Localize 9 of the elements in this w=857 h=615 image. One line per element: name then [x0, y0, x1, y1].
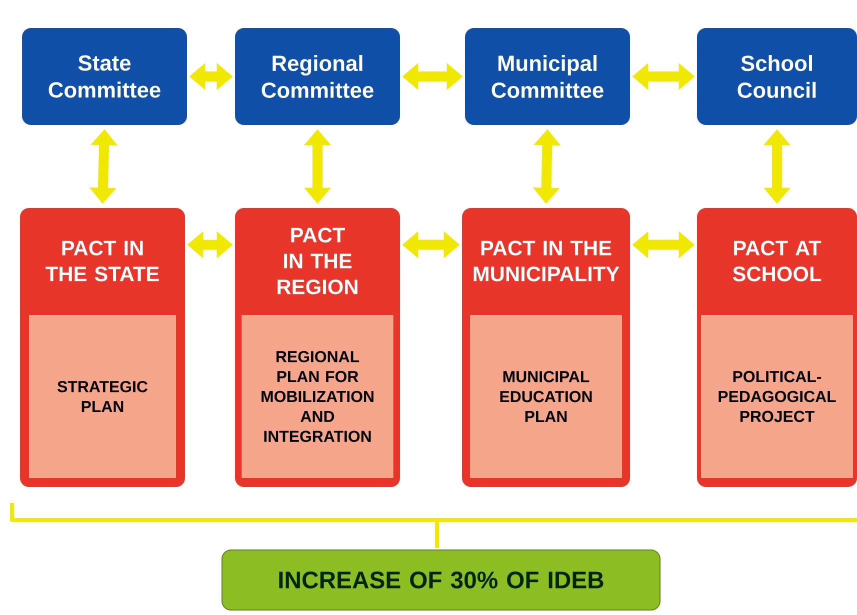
- committee-box: State Committee: [22, 28, 187, 125]
- plan-box: STRATEGIC PLAN: [29, 315, 176, 478]
- plan-box: MUNICIPAL EDUCATION PLAN: [470, 315, 622, 478]
- goal-box: INCREASE OF 30% OF IDEB: [222, 550, 660, 610]
- committee-box: Regional Committee: [235, 28, 400, 125]
- committee-box: School Council: [697, 28, 857, 125]
- committee-box: Municipal Committee: [465, 28, 630, 125]
- plan-box: POLITICAL-PEDAGOGICAL PROJECT: [701, 315, 853, 478]
- plan-box: REGIONAL PLAN FOR MOBILIZATION AND INTEGRATION: [242, 315, 394, 478]
